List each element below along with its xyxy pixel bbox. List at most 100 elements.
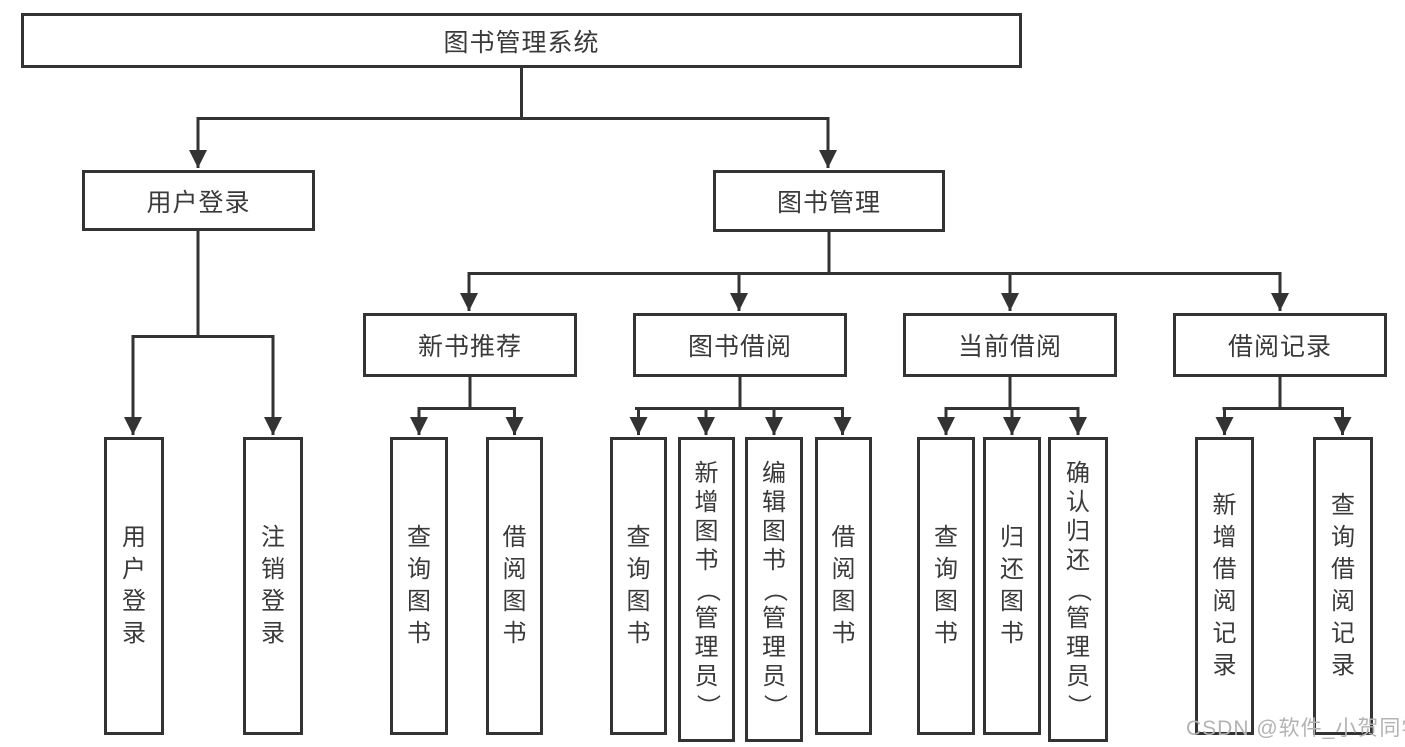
leaf-nb-borrow-books: 借阅图书	[486, 437, 543, 735]
vertical-label-char: 管	[762, 604, 786, 632]
vertical-label-char: 查	[407, 524, 431, 551]
vertical-label-char: 还	[1000, 556, 1024, 583]
leaf-cb-confirm-return-admin-label: 确认归还（管理员）	[1051, 440, 1105, 739]
vertical-label-char: 还	[1066, 546, 1090, 574]
vertical-label-char: 询	[626, 556, 651, 583]
leaf-bb-edit-books-admin: 编辑图书（管理员）	[745, 437, 803, 742]
vertical-label-char: （	[761, 577, 788, 602]
vertical-label-char: 增	[694, 488, 719, 516]
vertical-label-char: 阅	[831, 556, 856, 583]
vertical-label-char: 员	[1066, 662, 1090, 690]
vertical-label-char: 编	[762, 459, 786, 487]
vertical-label-char: 书	[1000, 620, 1024, 647]
vertical-label-char: 图	[502, 588, 527, 615]
vertical-label-char: 图	[626, 588, 651, 615]
vertical-label-char: 新	[694, 459, 719, 487]
vertical-label-char: 书	[502, 620, 527, 647]
vertical-label-char: 员	[762, 662, 786, 690]
vertical-label-char: 图	[762, 517, 786, 545]
vertical-label-char: 员	[694, 662, 719, 690]
vertical-label-char: 借	[1212, 556, 1237, 583]
vertical-label-char: 录	[1331, 652, 1355, 679]
leaf-bb-edit-books-admin-label: 编辑图书（管理员）	[748, 440, 800, 739]
vertical-label-char: 记	[1331, 620, 1355, 647]
leaf-br-query-record: 查询借阅记录	[1313, 437, 1373, 735]
vertical-label-char: （	[693, 577, 721, 602]
vertical-label-char: 登	[122, 588, 146, 615]
vertical-label-char: 确	[1066, 459, 1090, 487]
node-new-book-recommend-label: 新书推荐	[417, 333, 522, 361]
vertical-label-char: 管	[1066, 604, 1090, 632]
vertical-label-char: ）	[1065, 693, 1092, 718]
vertical-label-char: 阅	[1212, 588, 1237, 615]
vertical-label-char: 图	[934, 588, 958, 615]
vertical-label-char: 理	[762, 633, 786, 661]
leaf-bb-borrow-books: 借阅图书	[815, 437, 872, 735]
vertical-label-char: 书	[407, 620, 431, 647]
node-book-borrow: 图书借阅	[633, 313, 847, 377]
vertical-label-char: 借	[502, 524, 527, 551]
leaf-bb-query-books-label: 查询图书	[613, 440, 664, 732]
vertical-label-char: 阅	[502, 556, 527, 583]
vertical-label-char: 图	[831, 588, 856, 615]
leaf-cb-query-books-label: 查询图书	[920, 440, 972, 732]
vertical-label-char: 询	[934, 556, 958, 583]
vertical-label-char: 图	[694, 517, 719, 545]
leaf-logout-label: 注销登录	[246, 440, 300, 732]
leaf-user-login-label: 用户登录	[107, 440, 161, 732]
vertical-label-char: 录	[1212, 652, 1237, 679]
vertical-label-char: 书	[934, 620, 958, 647]
leaf-bb-borrow-books-label: 借阅图书	[818, 440, 869, 732]
node-borrow-records-label: 借阅记录	[1227, 333, 1332, 361]
node-user-login: 用户登录	[82, 170, 315, 231]
vertical-label-char: 增	[1212, 524, 1237, 551]
leaf-nb-query-books: 查询图书	[390, 437, 448, 735]
leaf-user-login: 用户登录	[104, 437, 164, 735]
node-root-label: 图书管理系统	[443, 28, 600, 57]
vertical-label-char: 书	[831, 620, 856, 647]
vertical-label-char: 录	[261, 620, 285, 647]
vertical-label-char: 录	[122, 620, 146, 647]
vertical-label-char: 借	[831, 524, 856, 551]
vertical-label-char: 归	[1066, 517, 1090, 545]
node-borrow-records: 借阅记录	[1173, 313, 1387, 377]
node-new-book-recommend: 新书推荐	[363, 313, 577, 377]
vertical-label-char: 归	[1000, 524, 1024, 551]
node-current-borrow-label: 当前借阅	[957, 333, 1062, 361]
leaf-nb-query-books-label: 查询图书	[393, 440, 445, 732]
vertical-label-char: 查	[934, 524, 958, 551]
vertical-label-char: 辑	[762, 488, 786, 516]
vertical-label-char: 查	[626, 524, 651, 551]
node-current-borrow: 当前借阅	[903, 313, 1117, 377]
vertical-label-char: ）	[761, 693, 788, 718]
vertical-label-char: 新	[1212, 492, 1237, 519]
vertical-label-char: 借	[1331, 556, 1355, 583]
vertical-label-char: 认	[1066, 488, 1090, 516]
vertical-label-char: 查	[1331, 492, 1355, 519]
vertical-label-char: 询	[407, 556, 431, 583]
vertical-label-char: 登	[261, 588, 285, 615]
vertical-label-char: 询	[1331, 524, 1355, 551]
node-user-login-label: 用户登录	[146, 188, 251, 217]
vertical-label-char: 阅	[1331, 588, 1355, 615]
vertical-label-char: 户	[122, 556, 146, 583]
node-book-management: 图书管理	[713, 170, 945, 232]
watermark: CSDN @软件_小贺同学	[1186, 717, 1405, 740]
node-book-management-label: 图书管理	[776, 189, 881, 217]
leaf-cb-query-books: 查询图书	[917, 437, 975, 735]
vertical-label-char: ）	[693, 693, 721, 718]
leaf-br-add-record-label: 新增借阅记录	[1198, 440, 1251, 732]
leaf-br-query-record-label: 查询借阅记录	[1316, 440, 1370, 732]
node-root: 图书管理系统	[21, 13, 1022, 68]
node-book-borrow-label: 图书借阅	[687, 333, 792, 361]
vertical-label-char: 书	[626, 620, 651, 647]
leaf-bb-query-books: 查询图书	[610, 437, 667, 735]
vertical-label-char: 销	[261, 556, 285, 583]
vertical-label-char: 图	[407, 588, 431, 615]
leaf-logout: 注销登录	[243, 437, 303, 735]
vertical-label-char: 图	[1000, 588, 1024, 615]
vertical-label-char: 理	[1066, 633, 1090, 661]
vertical-label-char: 注	[261, 524, 285, 551]
vertical-label-char: 用	[122, 524, 146, 551]
